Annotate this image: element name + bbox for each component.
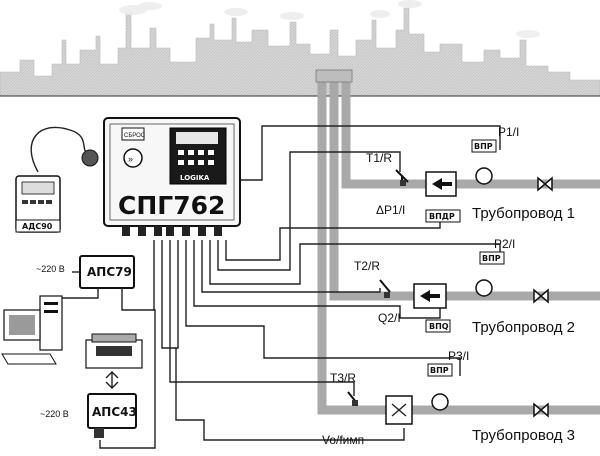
pressure-label-2: P2/I <box>494 237 515 251</box>
pressure-box-3 <box>427 363 453 377</box>
pressure-box-2 <box>479 251 505 265</box>
aps43-voltage: ~220 В <box>40 409 69 419</box>
bidirectional-arrow-icon <box>105 371 119 389</box>
pipe-2 <box>329 70 600 301</box>
ads90-label: АДС90 <box>22 222 53 231</box>
pc-keyboard <box>1 353 57 365</box>
diff-box <box>425 209 461 223</box>
pipe-3 <box>317 70 600 415</box>
controller-reset-label: СБРОС <box>124 133 146 139</box>
pipeline-2-instruments: T2/R ВПQ Q2/I ВПР P2/I Трубопровод 2 <box>354 237 575 336</box>
pipeline-3-label: Трубопровод 3 <box>472 427 575 444</box>
temp-label-3: T3/R <box>330 371 356 385</box>
pressure-box-3-label: ВПР <box>430 366 449 375</box>
aps79-adapter: АПС79 ~220 В <box>36 255 156 449</box>
flow-box-label: ВПQ <box>429 322 449 331</box>
volume-label-3: Vo/fимп <box>322 433 364 447</box>
controller-spg762: LOGIKA СБРОС » СПГ762 <box>103 117 241 236</box>
flow-direction-icon <box>432 178 452 190</box>
flow-direction-icon <box>420 290 440 302</box>
pipeline-3-instruments: T3/R Vo/fимп ВПР P3/I Трубопровод 3 <box>322 349 575 447</box>
pipe-1 <box>341 70 600 189</box>
arrow-icon: » <box>128 154 133 164</box>
factory-skyline-illustration <box>0 0 600 97</box>
diff-box-label: ВПДР <box>429 212 455 221</box>
turbine-icon <box>391 403 407 417</box>
controller-cable-glands <box>122 226 222 236</box>
signal-wires <box>153 125 501 441</box>
aps43-adapter: АПС43 ~220 В <box>40 393 137 438</box>
flow-label-2: Q2/I <box>378 311 401 325</box>
temp-label-2: T2/R <box>354 259 380 273</box>
aps79-voltage: ~220 В <box>36 264 65 274</box>
pipe-header <box>315 69 353 83</box>
pipeline-2-label: Трубопровод 2 <box>472 319 575 336</box>
pressure-gauge-icon <box>431 393 449 411</box>
pressure-gauge-icon <box>475 279 493 297</box>
pipeline-1-instruments: T1/R ВПДР ΔP1/I ВПР P1/I Трубопровод 1 <box>366 125 575 223</box>
flow-box <box>425 319 451 333</box>
diff-label-1: ΔP1/I <box>376 203 405 217</box>
pressure-box-1-label: ВПР <box>474 142 493 151</box>
pressure-gauge-icon <box>475 167 493 185</box>
printer-illustration <box>85 333 143 369</box>
optical-head-icon <box>81 149 99 167</box>
controller-lcd-brand: LOGIKA <box>180 174 210 182</box>
ads90-device: АДС90 <box>15 126 99 233</box>
valve-1-icon <box>537 176 553 192</box>
controller-arrow-button[interactable] <box>123 148 143 168</box>
pipeline-1-label: Трубопровод 1 <box>472 205 575 222</box>
thermometer-icon <box>379 279 391 293</box>
computer-illustration <box>1 295 63 365</box>
valve-2-icon <box>533 288 549 304</box>
valve-3-icon <box>533 402 549 418</box>
temp-label-1: T1/R <box>366 151 392 165</box>
aps43-label: АПС43 <box>92 405 137 419</box>
pressure-label-1: P1/I <box>498 125 519 139</box>
controller-lcd <box>176 132 218 144</box>
pipelines <box>315 69 600 415</box>
controller-name: СПГ762 <box>118 191 225 220</box>
pressure-box-2-label: ВПР <box>482 254 501 263</box>
pressure-box-1 <box>471 139 497 153</box>
aps79-label: АПС79 <box>87 265 132 279</box>
controller-reset-label-box <box>121 127 145 141</box>
pressure-label-3: P3/I <box>448 349 469 363</box>
